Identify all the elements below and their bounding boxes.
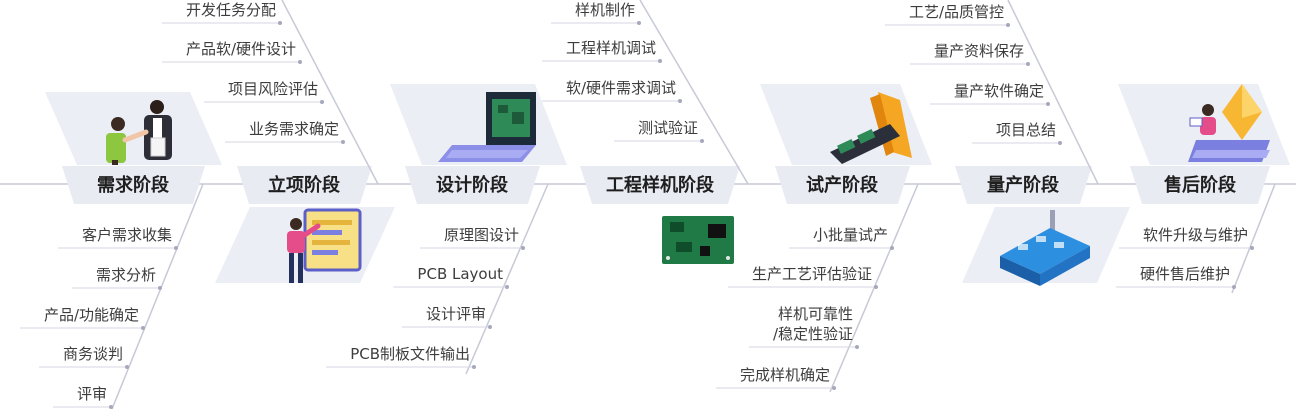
task-mass-2: 量产资料保存 — [933, 42, 1024, 60]
task-proj-3: 项目风险评估 — [227, 80, 318, 98]
task-dot — [855, 345, 859, 349]
task-trial-4: 完成样机确定 — [739, 366, 830, 384]
task-dot — [890, 246, 894, 250]
presenter-board-icon — [287, 208, 362, 283]
task-design-1: 原理图设计 — [443, 226, 519, 244]
task-dot — [832, 386, 836, 390]
task-dot — [1046, 102, 1050, 106]
task-design-4: PCB制板文件输出 — [350, 345, 470, 363]
task-dot — [1006, 23, 1010, 27]
branch-req-bottom — [111, 183, 204, 410]
task-dot — [174, 246, 178, 250]
task-dots — [109, 21, 1254, 409]
stage-band-req — [62, 166, 205, 204]
circuit-board-icon — [662, 216, 734, 264]
stage-band-after — [1130, 166, 1270, 204]
task-dot — [488, 325, 492, 329]
task-trial-2: 生产工艺评估验证 — [751, 265, 872, 283]
task-mass-3: 量产软件确定 — [953, 82, 1044, 100]
task-dot — [700, 139, 704, 143]
task-dot — [320, 100, 324, 104]
task-proj-1: 开发任务分配 — [185, 1, 276, 19]
task-dot — [472, 365, 476, 369]
task-underlines — [19, 22, 1252, 408]
support-person-icon — [1188, 84, 1270, 162]
task-dot — [1026, 62, 1030, 66]
task-proto-4: 测试验证 — [637, 119, 698, 137]
stage-band-proj — [237, 166, 372, 204]
task-dot — [125, 365, 129, 369]
task-trial-1: 小批量试产 — [812, 226, 888, 244]
task-proto-2: 工程样机调试 — [565, 39, 656, 57]
stage-label-design: 设计阶段 — [436, 175, 508, 196]
task-after-1: 软件升级与维护 — [1142, 226, 1248, 244]
task-dot — [109, 405, 113, 409]
task-dot — [1232, 285, 1236, 289]
conveyor-boards-icon — [830, 92, 912, 164]
stage-band-mass — [955, 166, 1092, 204]
task-req-4: 商务谈判 — [62, 345, 123, 363]
stage-band-proto — [580, 166, 740, 204]
stage-label-prototype: 工程样机阶段 — [606, 175, 714, 196]
task-after-2: 硬件售后维护 — [1139, 265, 1230, 283]
task-dot — [521, 246, 525, 250]
task-dot — [1250, 246, 1254, 250]
task-dot — [874, 285, 878, 289]
branch-design-bottom — [465, 183, 549, 375]
branch-proj-top — [281, 0, 379, 185]
task-req-2: 需求分析 — [95, 266, 156, 284]
stage-label-after-sales: 售后阶段 — [1164, 175, 1236, 196]
stage-label-project: 立项阶段 — [268, 175, 340, 196]
stage-band-design — [405, 166, 540, 204]
stage-band-trial — [775, 166, 910, 204]
task-proto-1: 样机制作 — [574, 1, 635, 19]
task-proj-4: 业务需求确定 — [248, 120, 339, 138]
task-mass-1: 工艺/品质管控 — [908, 3, 1004, 21]
task-proj-2: 产品软/硬件设计 — [185, 40, 296, 58]
task-dot — [278, 21, 282, 25]
task-dot — [1058, 141, 1062, 145]
task-dot — [658, 59, 662, 63]
task-dot — [678, 99, 682, 103]
laptop-pcb-icon — [438, 92, 536, 162]
task-design-3: 设计评审 — [425, 305, 486, 323]
task-req-1: 客户需求收集 — [81, 226, 172, 244]
branch-proto-top — [639, 0, 749, 185]
task-req-5: 评审 — [76, 385, 107, 403]
task-dot — [505, 285, 509, 289]
task-trial-3: 样机可靠性 /稳定性验证 — [772, 305, 853, 343]
task-dot — [341, 140, 345, 144]
task-design-2: PCB Layout — [417, 265, 503, 283]
task-mass-4: 项目总结 — [995, 121, 1056, 139]
task-dot — [141, 326, 145, 330]
task-proto-3: 软/硬件需求调试 — [565, 79, 676, 97]
factory-icon — [1000, 210, 1090, 286]
illus-bg-req — [45, 92, 222, 165]
stage-label-requirements: 需求阶段 — [97, 175, 169, 196]
stage-label-mass: 量产阶段 — [987, 175, 1059, 196]
handshake-people-icon — [106, 100, 172, 165]
stage-label-trial: 试产阶段 — [806, 175, 878, 196]
branch-after-bottom — [1231, 183, 1276, 294]
branch-mass-top — [1007, 0, 1099, 185]
task-dot — [158, 286, 162, 290]
branch-trial-bottom — [829, 183, 919, 393]
task-dot — [298, 60, 302, 64]
task-req-3: 产品/功能确定 — [43, 306, 139, 324]
task-dot — [637, 21, 641, 25]
